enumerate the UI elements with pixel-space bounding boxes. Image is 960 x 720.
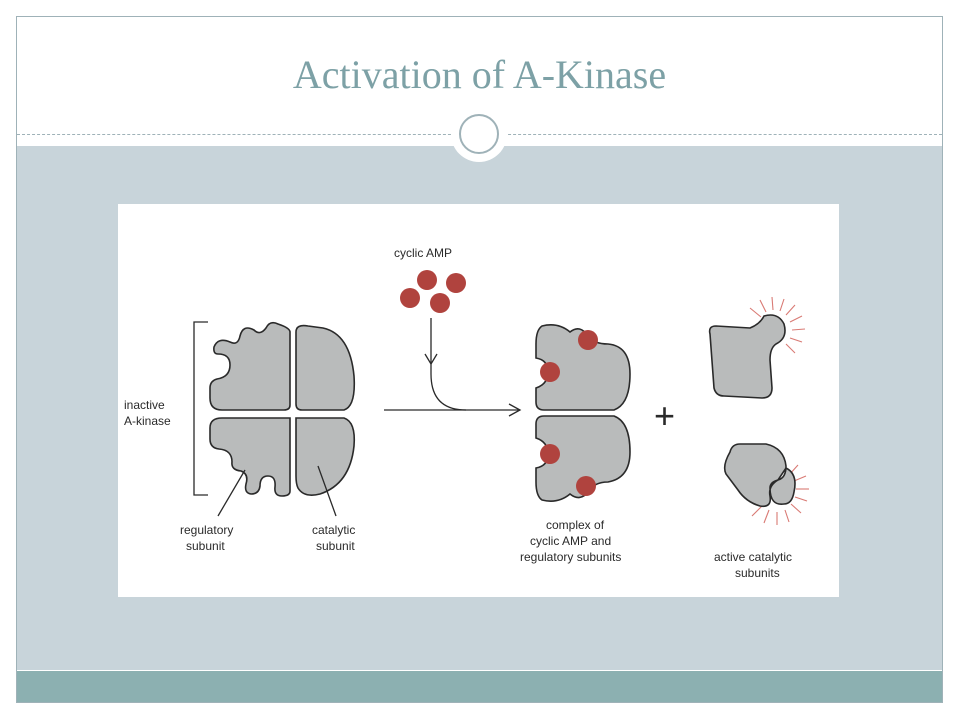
camp-molecule	[446, 273, 466, 293]
cyclic-amp-label: cyclic AMP	[394, 246, 452, 260]
catalytic-pointer	[317, 465, 337, 517]
bound-camp	[540, 362, 560, 382]
inactive-bracket	[193, 321, 208, 496]
catalytic-subunit-upper	[295, 324, 356, 411]
down-arrowhead-icon	[424, 353, 438, 366]
footer-band	[17, 671, 942, 702]
regulatory-label-line2: subunit	[186, 539, 225, 553]
inactive-label-line2: A-kinase	[124, 414, 171, 428]
kinase-diagram-svg: .sub { fill: #b9bbbb; stroke: #2a2a2a; s…	[124, 246, 809, 580]
circle-ornament-icon	[451, 106, 507, 162]
inactive-label-line1: inactive	[124, 398, 165, 412]
complex-regulatory-lower	[535, 415, 631, 502]
kinase-activation-figure: .sub { fill: #b9bbbb; stroke: #2a2a2a; s…	[118, 204, 839, 597]
active-label-line2: subunits	[735, 566, 780, 580]
regulatory-subunit-upper	[209, 321, 291, 411]
right-arrowhead-icon	[508, 403, 522, 417]
bound-camp	[576, 476, 596, 496]
complex-regulatory-upper	[535, 324, 631, 411]
catalytic-subunit-lower	[295, 417, 356, 496]
camp-molecule	[417, 270, 437, 290]
complex-label-line3: regulatory subunits	[520, 550, 621, 564]
complex-label-line2: cyclic AMP and	[530, 534, 611, 548]
regulatory-subunit-lower	[209, 417, 291, 497]
active-label-line1: active catalytic	[714, 550, 792, 564]
active-catalytic-subunit-bottom	[723, 443, 796, 508]
catalytic-label-line1: catalytic	[312, 523, 355, 537]
regulatory-label-line1: regulatory	[180, 523, 233, 537]
camp-molecule	[400, 288, 420, 308]
bound-camp	[540, 444, 560, 464]
camp-molecule	[430, 293, 450, 313]
ornament-ring	[459, 114, 499, 154]
active-catalytic-subunit-top	[708, 314, 786, 399]
bound-camp	[578, 330, 598, 350]
complex-label-line1: complex of	[546, 518, 605, 532]
slide-title: Activation of A-Kinase	[292, 52, 667, 97]
camp-entry-curve	[430, 318, 467, 411]
plus-sign: +	[654, 395, 675, 436]
catalytic-label-line2: subunit	[316, 539, 355, 553]
regulatory-pointer	[217, 469, 246, 517]
activity-rays-icon	[749, 296, 806, 354]
